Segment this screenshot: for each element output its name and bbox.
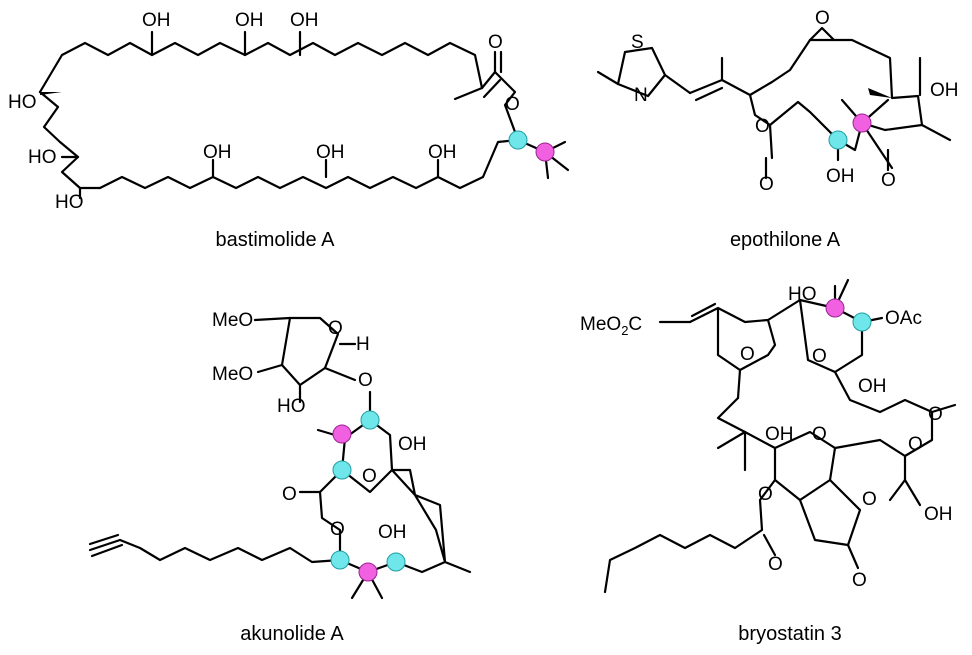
bryostatin-lactone-carbonyl-o: O [852, 570, 867, 591]
epothilone-ring-o: O [755, 116, 770, 137]
akunolide-sugar-o: O [328, 318, 343, 339]
epothilone-oh-2: OH [930, 80, 959, 101]
akunolide-h: H [356, 334, 370, 355]
akunolide-meo-1: MeO [212, 310, 253, 331]
bastimolide-cyan-marker [508, 130, 528, 150]
akunolide-magenta-marker-2 [358, 562, 378, 582]
bastimolide-bottom-chain [98, 138, 520, 190]
bryostatin-meo2c: MeO2C [580, 314, 642, 338]
epothilone-magenta-marker [852, 113, 872, 133]
bastimolide-oh-4: OH [203, 142, 232, 163]
bastimolide-ho-3: HO [55, 192, 84, 213]
bastimolide-ring-o: O [505, 94, 520, 115]
bastimolide-carbonyl-o: O [488, 32, 503, 53]
caption-bryostatin: bryostatin 3 [738, 623, 841, 645]
bryostatin-oac: OAc [885, 308, 922, 329]
akunolide-ho: HO [277, 396, 306, 417]
akunolide-cyan-marker-4 [386, 552, 406, 572]
bryostatin-lower-pyran-o: O [812, 424, 827, 445]
bastimolide-ho-1: HO [8, 92, 37, 113]
bastimolide-top-chain [38, 41, 484, 94]
akunolide-carbonyl-o: O [282, 484, 297, 505]
bryostatin-ester-o: O [908, 434, 923, 455]
bryostatin-ho: HO [788, 284, 817, 305]
bastimolide-ho-2: HO [28, 147, 57, 168]
epothilone-ketone-o: O [881, 170, 896, 191]
epothilone-oh-1: OH [826, 166, 855, 187]
akunolide-cyan-marker-3 [330, 550, 350, 570]
caption-epothilone: epothilone A [730, 229, 841, 251]
bryostatin-cyan-marker [852, 312, 872, 332]
bastimolide-structure: OH OH OH HO HO HO OH OH OH O O [8, 10, 570, 213]
bryostatin-magenta-marker [825, 298, 845, 318]
bryostatin-oh-2: OH [924, 504, 953, 525]
caption-akunolide: akunolide A [240, 623, 344, 645]
epothilone-chain [688, 38, 952, 152]
bryostatin-butenolide [798, 478, 862, 547]
epothilone-s: S [631, 32, 644, 53]
epothilone-ester-carbonyl-o: O [759, 174, 774, 195]
caption-bastimolide: bastimolide A [216, 229, 336, 251]
bryostatin-left-pyran [688, 306, 777, 372]
epothilone-epoxide-o: O [815, 8, 830, 29]
bastimolide-oh-3: OH [290, 10, 319, 31]
epothilone-cyan-marker [828, 130, 848, 150]
akunolide-meo-2: MeO [212, 364, 253, 385]
bastimolide-left-chain [38, 90, 102, 190]
bastimolide-magenta-marker [535, 142, 555, 162]
akunolide-side-chain [118, 538, 342, 564]
akunolide-macrocycle [316, 390, 472, 574]
bryostatin-right-pyran [766, 298, 864, 374]
bryostatin-lactone-o: O [862, 489, 877, 510]
akunolide-dioxane-o: O [362, 466, 377, 487]
akunolide-glycoside-o: O [358, 370, 373, 391]
bryostatin-right-pyran-o: O [812, 346, 827, 367]
bastimolide-oh-1: OH [142, 10, 171, 31]
bryostatin-structure: MeO2C O HO O OAc OH O O OH OH O O O O O [580, 278, 957, 594]
akunolide-structure: MeO MeO O H O HO O OH OH O O [88, 310, 472, 600]
akunolide-magenta-marker-1 [332, 424, 352, 444]
bryostatin-left-pyran-o: O [740, 344, 755, 365]
epothilone-thiazole [616, 46, 667, 98]
bryostatin-side-chain [603, 478, 777, 594]
epothilone-epoxide [808, 26, 836, 42]
akunolide-cyan-marker-1 [360, 410, 380, 430]
akunolide-oh-1: OH [398, 434, 427, 455]
akunolide-ring-o: O [330, 519, 345, 540]
bryostatin-oh-1: OH [858, 376, 887, 397]
bastimolide-oh-2: OH [235, 10, 264, 31]
akunolide-oh-2: OH [378, 522, 407, 543]
bryostatin-acyl-o: O [758, 484, 773, 505]
bryostatin-carbonyl-o: O [928, 404, 943, 425]
bryostatin-side-carbonyl-o: O [768, 554, 783, 575]
bryostatin-lower-pyran [716, 396, 837, 502]
epothilone-structure: S N O O O OH O OH [596, 8, 959, 195]
akunolide-cyan-marker-2 [332, 460, 352, 480]
epothilone-n: N [634, 85, 648, 106]
bastimolide-oh-6: OH [428, 142, 457, 163]
bastimolide-oh-5: OH [316, 142, 345, 163]
bryostatin-oh-3: OH [765, 424, 794, 445]
